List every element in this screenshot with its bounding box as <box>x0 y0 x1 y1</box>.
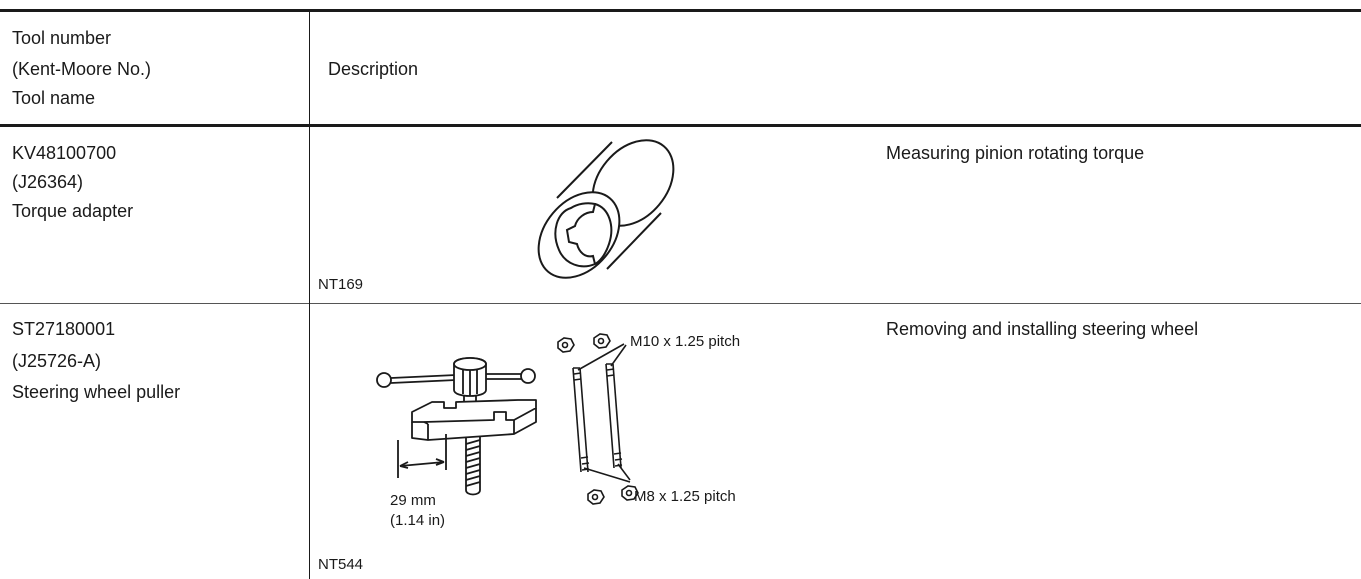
header-bottom-rule <box>0 124 1361 127</box>
tool-description: Removing and installing steering wheel <box>886 319 1199 339</box>
torque-adapter-illustration <box>537 139 675 279</box>
tool-name: Steering wheel puller <box>12 382 181 402</box>
header-tool-label-line-3: Tool name <box>12 88 96 108</box>
dimension-mm: 29 mm <box>390 492 436 509</box>
tool-number: ST27180001 <box>12 319 116 339</box>
steering-wheel-puller-illustration <box>376 333 639 505</box>
tool-name: Torque adapter <box>12 201 134 221</box>
kent-moore-number: (J26364) <box>12 172 84 192</box>
table-top-rule <box>0 9 1361 12</box>
figure-code: NT544 <box>318 556 364 573</box>
row-divider <box>0 303 1361 304</box>
dimension-in: (1.14 in) <box>390 512 446 529</box>
tool-description: Measuring pinion rotating torque <box>886 143 1145 163</box>
header-tool-label-line-2: (Kent-Moore No.) <box>12 59 152 79</box>
kent-moore-number: (J25726-A) <box>12 351 102 371</box>
header-tool-label-line-1: Tool number <box>12 28 112 48</box>
header-description-label: Description <box>328 59 419 79</box>
column-divider <box>309 10 310 579</box>
callout-lower-thread: M8 x 1.25 pitch <box>634 488 736 505</box>
tool-number: KV48100700 <box>12 143 117 163</box>
callout-upper-thread: M10 x 1.25 pitch <box>630 333 741 350</box>
figure-code: NT169 <box>318 276 364 293</box>
